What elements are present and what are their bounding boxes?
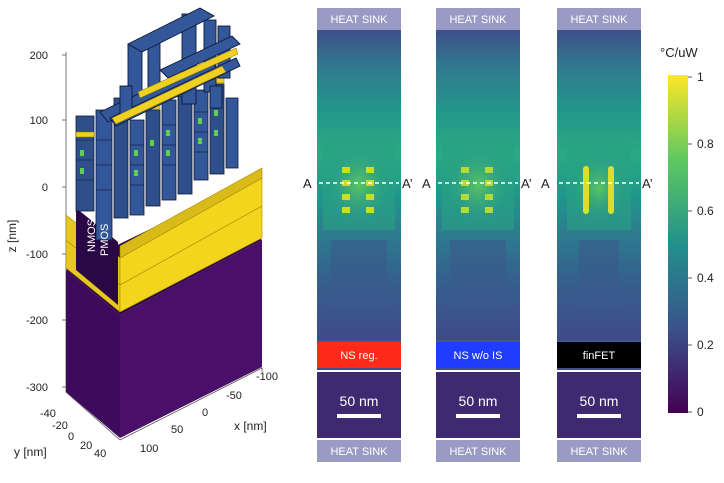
heat-sink-top-label: HEAT SINK xyxy=(449,14,507,26)
heat-sink-top xyxy=(436,8,520,30)
colorbar-unit-label: °C/uW xyxy=(660,45,698,60)
y-tick-label: -40 xyxy=(40,408,56,420)
scale-bar xyxy=(577,414,621,418)
y-axis-label: y [nm] xyxy=(14,445,47,459)
panel-ns-wo-is: HEAT SINK NS w/o IS 50 nm HEAT SINK xyxy=(436,8,520,462)
z-axis-label: z [nm] xyxy=(5,220,19,253)
panel-ns-reg: HEAT SINK NS reg. 50 nm HEAT SINK xyxy=(317,8,401,462)
lower-region xyxy=(436,372,520,438)
heat-sink-bottom xyxy=(436,440,520,462)
cut-label-a: A xyxy=(422,176,431,191)
x-axis-tick-labels: -100 -50 0 50 100 xyxy=(140,371,278,455)
scale-bar xyxy=(337,414,381,418)
cut-label-a-prime: A’ xyxy=(402,176,413,191)
z-tick-label: -300 xyxy=(26,382,48,394)
x-tick-label: -100 xyxy=(256,371,278,383)
cut-label-a-prime: A’ xyxy=(521,176,532,191)
colorbar-tick: 0.8 xyxy=(697,137,714,151)
colorbar: °C/uW 1 0.8 0.6 0.4 0.2 0 xyxy=(660,45,714,419)
transistor-stack xyxy=(75,77,239,241)
z-axis-ticks xyxy=(62,54,66,388)
badge-ns-reg-label: NS reg. xyxy=(340,350,377,362)
substrate-front xyxy=(66,270,120,438)
badge-finfet xyxy=(557,342,641,368)
scale-bar-label: 50 nm xyxy=(459,393,498,409)
colorbar-gradient xyxy=(668,75,688,413)
panel-finfet: HEAT SINK finFET 50 nm HEAT SINK xyxy=(557,8,641,462)
z-tick-label: 0 xyxy=(42,182,48,194)
colorbar-tick: 0 xyxy=(697,405,704,419)
badge-ns-reg xyxy=(317,342,401,368)
y-axis-tick-labels: -40 -20 0 20 40 xyxy=(40,408,106,460)
scale-bar xyxy=(456,414,500,418)
y-tick-label: 0 xyxy=(68,431,74,443)
z-tick-label: 200 xyxy=(30,50,48,62)
heat-sink-top-label: HEAT SINK xyxy=(570,14,628,26)
y-tick-label: 20 xyxy=(80,440,92,452)
badge-ns-wo-is-label: NS w/o IS xyxy=(454,350,503,362)
heat-sink-bottom xyxy=(557,440,641,462)
z-tick-label: -100 xyxy=(26,249,48,261)
z-axis-tick-labels: 200 100 0 -100 -200 -300 xyxy=(26,50,48,394)
x-axis-label: x [nm] xyxy=(234,419,267,433)
lower-region xyxy=(317,372,401,438)
cut-label-a: A xyxy=(541,176,550,191)
x-tick-label: 0 xyxy=(202,407,208,419)
pmos-label: PMOS xyxy=(99,224,111,256)
substrate-side xyxy=(120,240,262,438)
colorbar-tick: 0.6 xyxy=(697,204,714,218)
heat-sink-bottom-label: HEAT SINK xyxy=(449,446,507,458)
hotspot-fins xyxy=(583,166,614,214)
heat-sink-bottom xyxy=(317,440,401,462)
heat-sink-top-label: HEAT SINK xyxy=(330,14,388,26)
badge-finfet-label: finFET xyxy=(583,350,616,362)
cut-labels: A A’ A A’ A A’ xyxy=(303,176,653,191)
heat-sink-bottom-label: HEAT SINK xyxy=(570,446,628,458)
device-3d-view: 200 100 0 -100 -200 -300 z [nm] -100 -50… xyxy=(5,7,278,460)
nmos-label: NMOS xyxy=(86,219,98,252)
x-tick-label: -50 xyxy=(226,390,242,402)
heat-sink-bottom-label: HEAT SINK xyxy=(330,446,388,458)
x-tick-label: 100 xyxy=(140,443,158,455)
y-tick-label: -20 xyxy=(52,420,68,432)
colorbar-tick: 1 xyxy=(697,70,704,84)
colorbar-tick: 0.2 xyxy=(697,338,714,352)
lower-region xyxy=(557,372,641,438)
x-tick-label: 50 xyxy=(171,424,183,436)
heat-sink-top xyxy=(557,8,641,30)
z-tick-label: -200 xyxy=(26,315,48,327)
heat-sink-top xyxy=(317,8,401,30)
cut-label-a-prime: A’ xyxy=(642,176,653,191)
scale-bar-label: 50 nm xyxy=(340,393,379,409)
cut-label-a: A xyxy=(303,176,312,191)
badge-ns-wo-is xyxy=(436,342,520,368)
scale-bar-label: 50 nm xyxy=(580,393,619,409)
y-tick-label: 40 xyxy=(94,448,106,460)
z-tick-label: 100 xyxy=(30,115,48,127)
colorbar-tick: 0.4 xyxy=(697,271,714,285)
